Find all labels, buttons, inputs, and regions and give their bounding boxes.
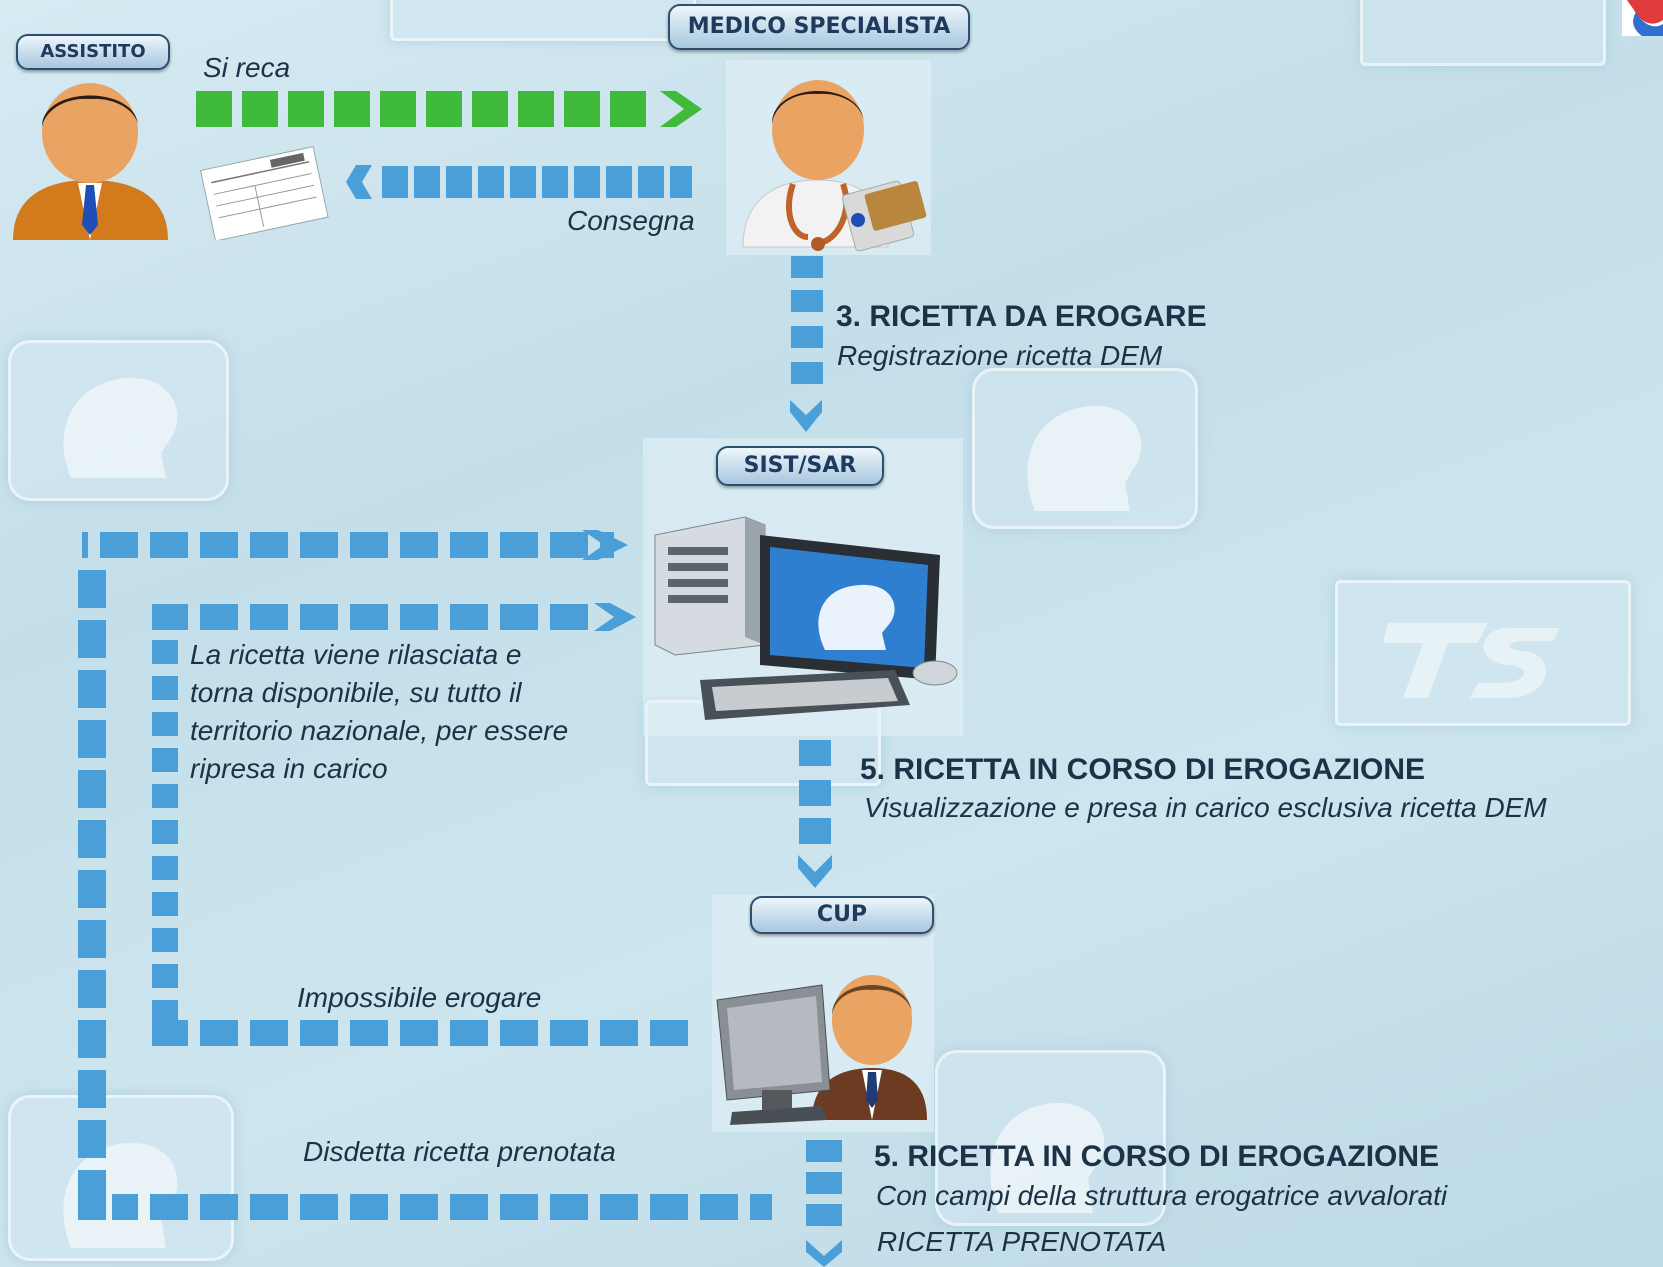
label-impossibile-erogare: Impossibile erogare: [297, 982, 542, 1013]
label-si-reca: Si reca: [203, 52, 291, 83]
watermark-tile-top-right: [1360, 0, 1606, 66]
tag-sist-sar: SIST/SAR: [716, 446, 884, 486]
watermark-logo-left: [8, 340, 229, 501]
step-5a-subtitle: Visualizzazione e presa in carico esclus…: [864, 792, 1547, 823]
label-consegna: Consegna: [567, 205, 695, 236]
note-line-2: torna disponibile, su tutto il: [190, 677, 522, 708]
arrow-disdetta-loop: [78, 530, 772, 1220]
arrow-consegna: [346, 165, 692, 199]
doctor-icon: [738, 62, 938, 257]
arrow-to-sist: [790, 256, 823, 432]
arrow-si-reca: [196, 91, 702, 127]
arrow-from-cup: [806, 1140, 842, 1267]
prescription-paper-icon: [196, 140, 331, 242]
watermark-tile-top: [390, 0, 696, 41]
note-ricetta-rilasciata: La ricetta viene rilasciata e torna disp…: [190, 636, 640, 788]
patient-person-icon: [8, 75, 173, 245]
note-line-1: La ricetta viene rilasciata e: [190, 639, 522, 670]
tag-assistito: ASSISTITO: [16, 34, 170, 70]
step-5b-status: RICETTA PRENOTATA: [877, 1226, 1167, 1257]
corner-logo-icon: [1622, 0, 1663, 36]
watermark-ts-logo: [1335, 580, 1631, 726]
step-3-title: 3. RICETTA DA EROGARE: [836, 300, 1207, 333]
tag-cup: CUP: [750, 896, 934, 934]
operator-at-computer-icon: [712, 950, 934, 1130]
step-3-subtitle: Registrazione ricetta DEM: [837, 340, 1163, 371]
step-5a-title: 5. RICETTA IN CORSO DI EROGAZIONE: [860, 753, 1426, 786]
note-line-3: territorio nazionale, per essere: [190, 715, 569, 746]
watermark-logo-bottom-right: [935, 1050, 1166, 1226]
watermark-logo-center: [972, 368, 1198, 529]
label-disdetta-ricetta: Disdetta ricetta prenotata: [303, 1136, 616, 1167]
tag-medico-specialista: MEDICO SPECIALISTA: [668, 4, 970, 50]
arrow-impossibile-loop: [152, 603, 692, 1046]
step-5b-title: 5. RICETTA IN CORSO DI EROGAZIONE: [874, 1140, 1440, 1173]
step-5b-subtitle: Con campi della struttura erogatrice avv…: [876, 1180, 1448, 1211]
arrow-to-cup: [798, 740, 832, 888]
computer-workstation-icon: [650, 505, 960, 730]
note-line-4: ripresa in carico: [190, 753, 388, 784]
